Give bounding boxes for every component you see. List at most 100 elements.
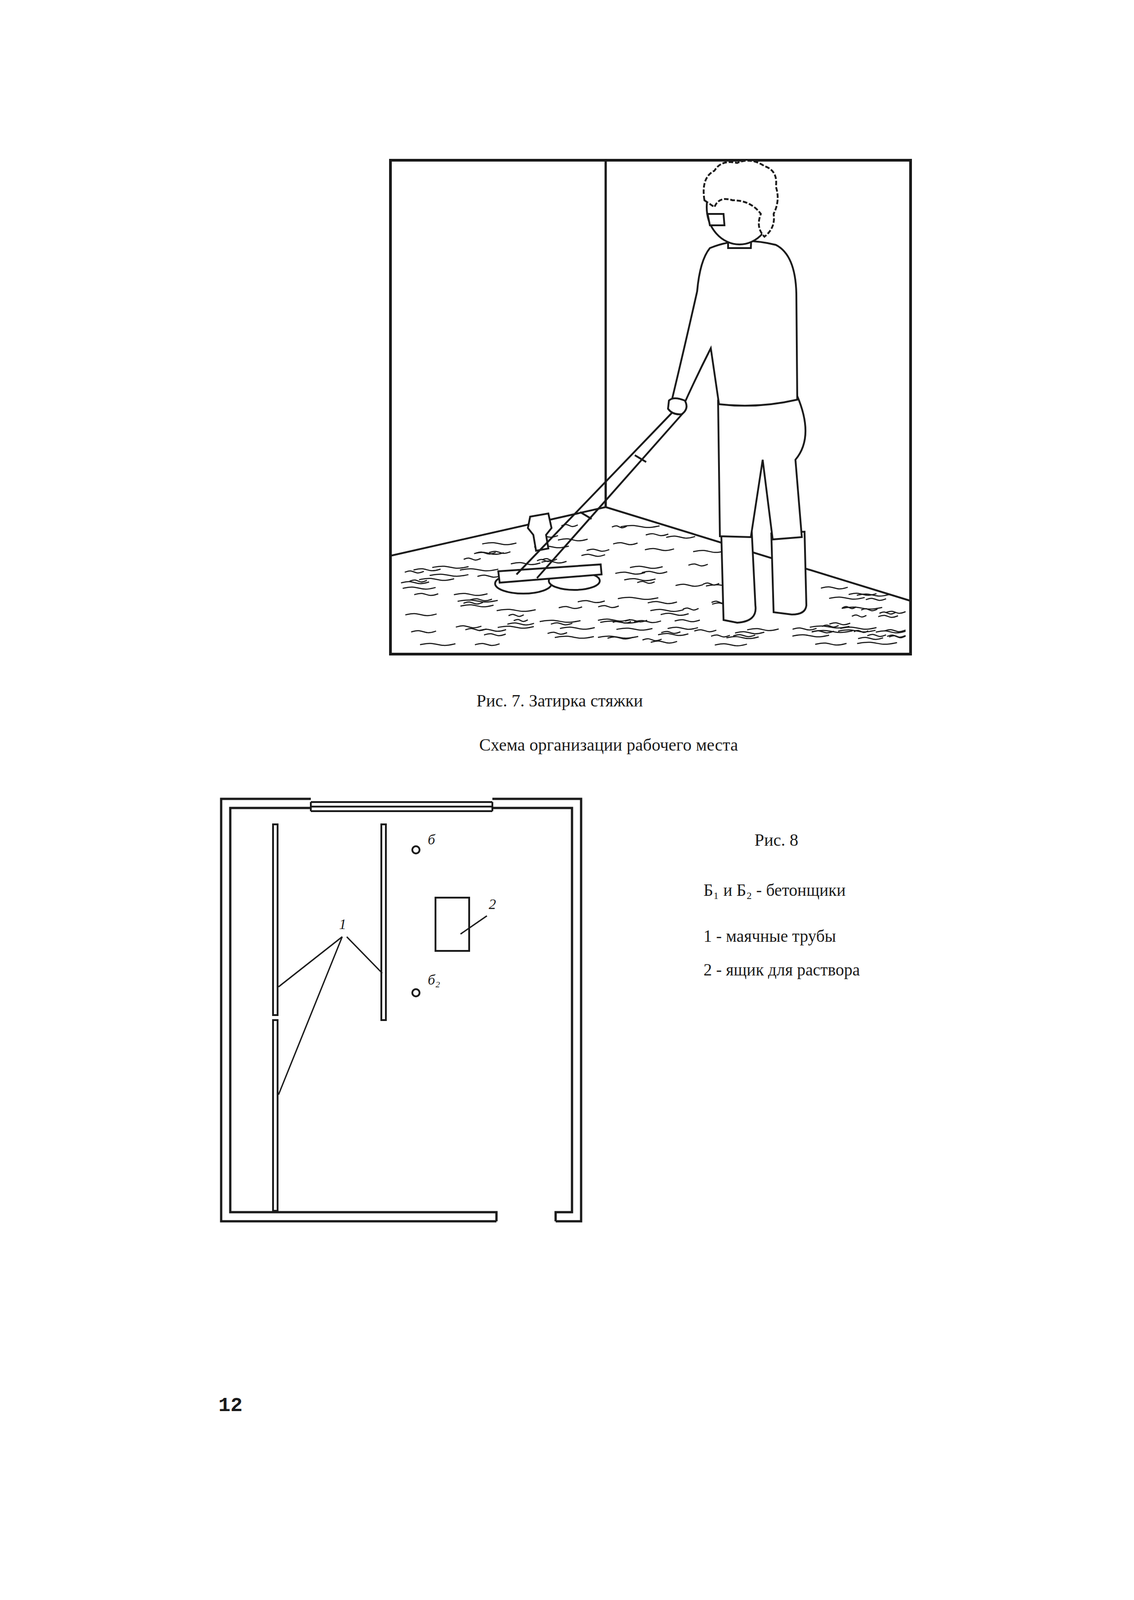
floor-stroke — [886, 634, 906, 637]
floor-stroke — [457, 599, 498, 602]
door-opening — [310, 801, 493, 811]
floor-stroke — [682, 607, 699, 610]
floor-stroke — [539, 620, 581, 623]
worker-hair — [703, 160, 778, 237]
floor-stroke — [612, 542, 638, 545]
floor-stroke — [838, 629, 876, 632]
floor-stroke — [841, 607, 883, 609]
floor-stroke — [711, 634, 730, 637]
floor-stroke — [547, 632, 567, 634]
floor-stroke — [675, 584, 704, 587]
floor-stroke — [432, 566, 469, 568]
floor-stroke — [496, 609, 536, 612]
floor-stroke — [851, 614, 867, 617]
floor-stroke — [413, 568, 441, 571]
floor-stroke — [848, 592, 877, 595]
legend-entry: 1 - маячные трубы — [703, 927, 836, 945]
trowel-handle — [536, 410, 685, 578]
floor-stroke — [465, 628, 487, 631]
floor-stroke — [616, 627, 653, 630]
floor-stroke — [551, 622, 573, 625]
floor-stroke — [463, 602, 483, 604]
floor-stroke — [419, 578, 455, 581]
floor-stroke — [733, 634, 755, 637]
worker-glasses — [707, 213, 725, 226]
floor-stroke — [624, 578, 656, 581]
floor-stroke — [650, 609, 684, 612]
worker-shirt — [671, 240, 798, 408]
floor-stroke — [865, 598, 887, 601]
floor-stroke — [867, 634, 886, 637]
trowel-machine — [495, 406, 685, 594]
floor-texture — [400, 524, 906, 646]
floor-stroke — [597, 636, 639, 638]
worker-label: б₂ — [427, 972, 441, 987]
worker-position — [412, 988, 420, 997]
floor-stroke — [554, 636, 594, 638]
floor-stroke — [586, 549, 610, 552]
floor-stroke — [667, 627, 699, 629]
floor-stroke — [420, 643, 456, 646]
beacon-pipe — [273, 824, 386, 1211]
legend-entry: 2 - ящик для раствора — [703, 961, 861, 978]
outer-wall — [221, 798, 497, 1221]
floor-stroke — [482, 542, 517, 545]
trowel-handle — [634, 455, 647, 462]
floor-stroke — [694, 629, 717, 632]
floor-stroke — [645, 533, 669, 536]
floor-stroke — [558, 606, 583, 608]
floor-stroke — [792, 634, 830, 637]
figure-caption: Рис. 8 — [754, 830, 799, 849]
callout-number: 1 — [339, 916, 347, 932]
floor-stroke — [820, 586, 848, 589]
floor-stroke — [815, 642, 847, 645]
floor-stroke — [642, 638, 662, 641]
floor-stroke — [475, 643, 500, 646]
floor-stroke — [629, 566, 663, 568]
floor-stroke — [792, 627, 817, 630]
page-number: 12 — [218, 1395, 243, 1416]
floor-stroke — [405, 613, 437, 616]
floor-stroke — [734, 631, 765, 634]
floor-stroke — [714, 643, 748, 646]
floor-stroke — [581, 554, 606, 557]
floor-stroke — [641, 571, 668, 573]
screed-troweling-illustration — [390, 160, 911, 654]
floor-stroke — [497, 626, 534, 628]
inner-wall — [230, 807, 497, 1221]
section-heading: Схема организации рабочего места — [479, 735, 739, 754]
floor-stroke — [598, 605, 619, 608]
floor-stroke — [879, 612, 896, 614]
floor-stroke — [400, 581, 430, 584]
floor-stroke — [617, 597, 659, 599]
floor-stroke — [541, 560, 567, 563]
floor-stroke — [508, 614, 524, 617]
inner-wall — [492, 807, 573, 1221]
floor-stroke — [513, 619, 528, 622]
floor-stroke — [647, 601, 677, 604]
floor-stroke — [726, 636, 759, 638]
floor-stroke — [460, 604, 494, 607]
leader-line — [278, 915, 487, 1095]
floor-stroke — [811, 630, 853, 633]
floor-edge — [605, 506, 911, 601]
floor-stroke — [484, 633, 507, 636]
mortar-box — [435, 897, 470, 951]
floor-stroke — [747, 628, 779, 631]
worker-figure — [668, 160, 807, 623]
floor-stroke — [693, 550, 726, 552]
floor-stroke — [615, 572, 645, 574]
legend-entry: Б₁ и Б₂ - бетонщики — [703, 881, 846, 899]
floor-stroke — [469, 598, 492, 601]
trowel-handle — [580, 511, 592, 519]
floor-stroke — [405, 570, 425, 573]
floor-stroke — [660, 612, 689, 615]
wall-corner — [604, 160, 608, 507]
floor-stroke — [644, 548, 674, 551]
floor-stroke — [577, 600, 605, 603]
callout-number: 2 — [488, 896, 497, 912]
floor-stroke — [858, 637, 884, 639]
figure-frame — [390, 160, 911, 654]
worker-hand — [668, 398, 687, 415]
